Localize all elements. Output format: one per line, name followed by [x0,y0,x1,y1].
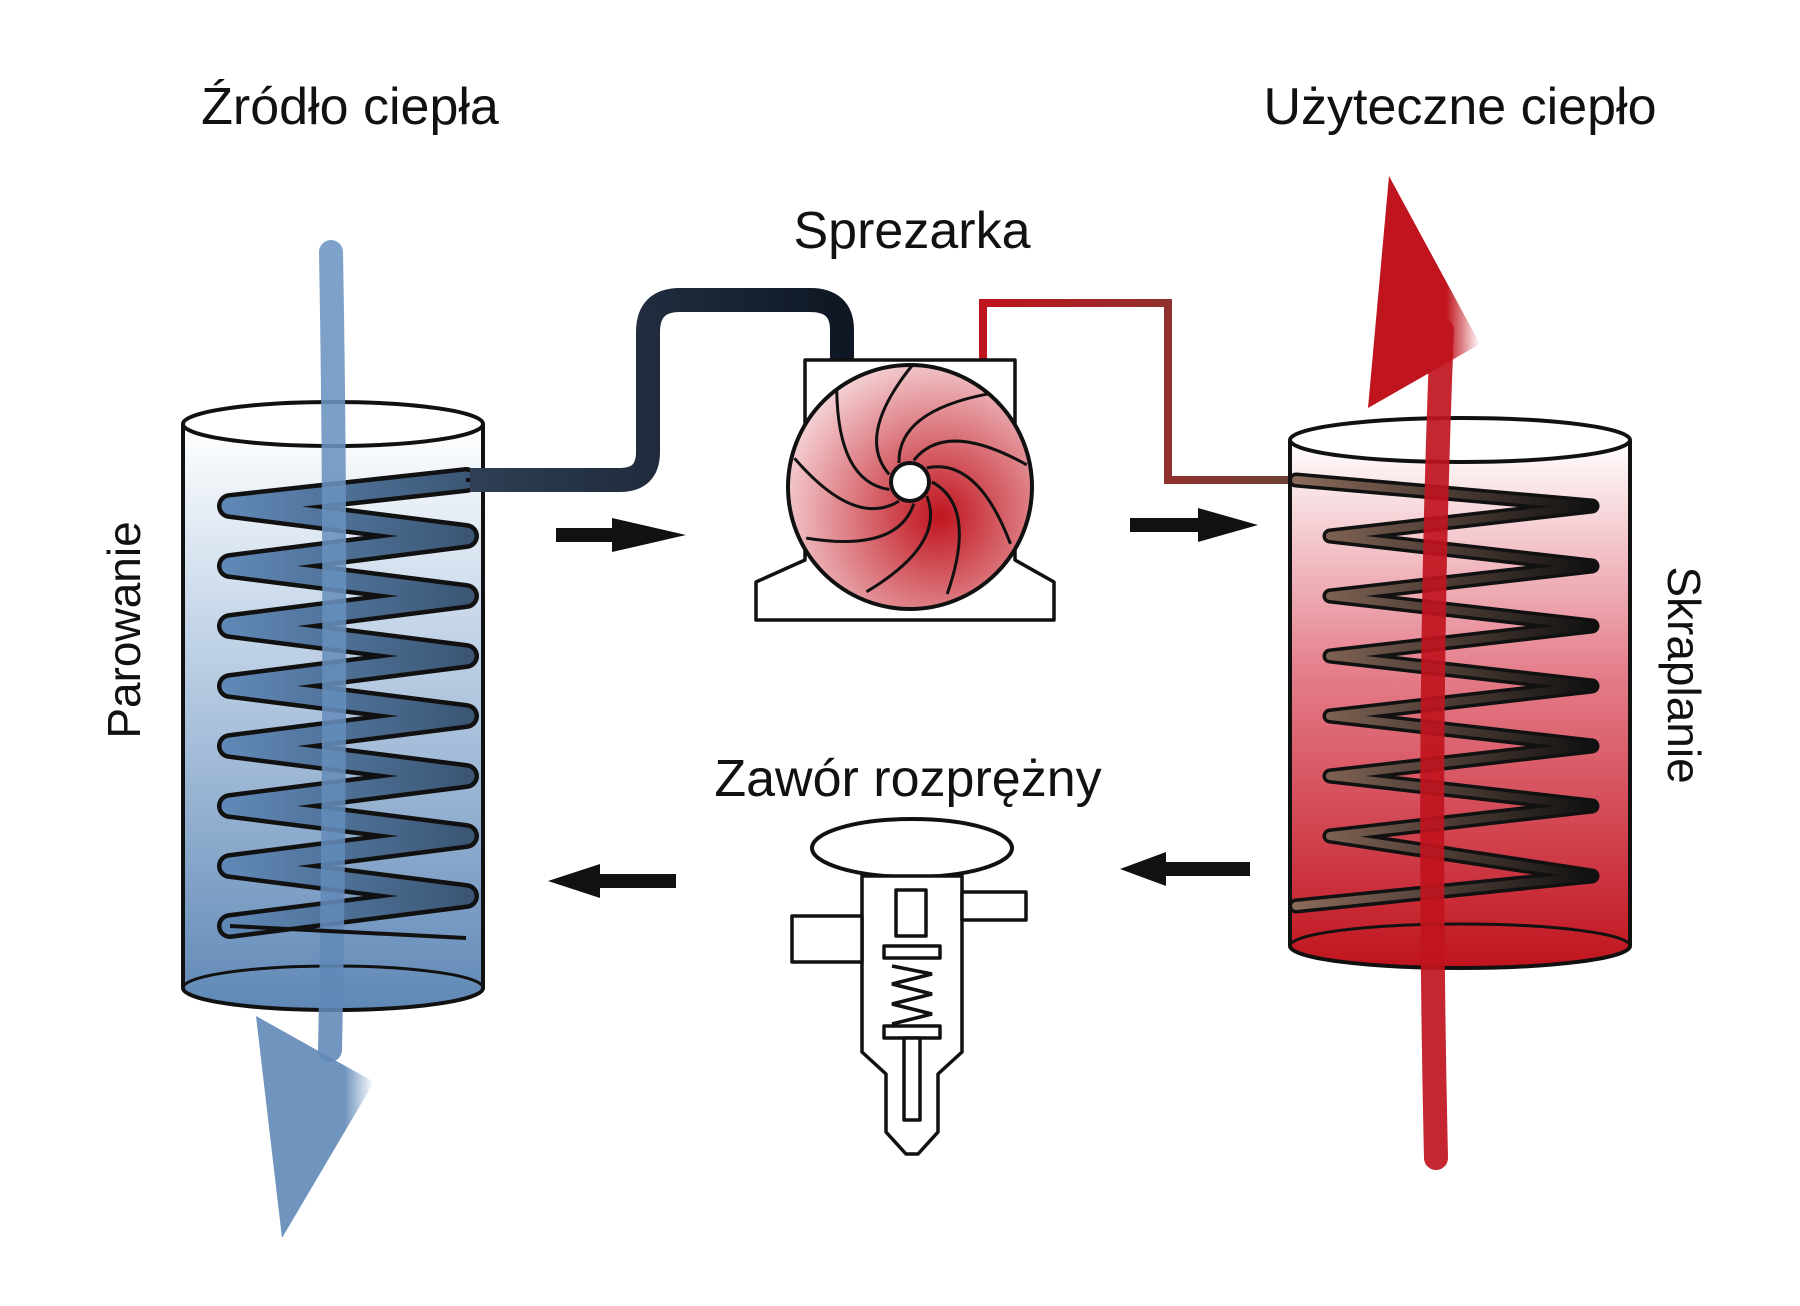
compressor-label: Sprezarka [794,202,1031,260]
impeller-blade [931,480,961,595]
valve-diaphragm [810,817,1014,879]
valve-stem [902,1036,922,1122]
impeller-blade [926,465,1012,545]
valve-spring [891,964,933,1026]
impeller-blade [897,392,989,463]
expansion-valve-icon [790,817,1028,1156]
flow-arrow-valve-to-evaporator [548,864,676,898]
impeller-blade [805,503,916,543]
suction-pipe [470,288,854,492]
valve-inlet-port [790,914,864,964]
expansion-valve-label: Zawór rozprężny [714,750,1101,808]
compressor-impeller [793,363,1028,595]
impeller-blade [793,457,900,511]
valve-spring-plate-bottom [882,1024,942,1040]
valve-sensing-port [960,890,1028,922]
condenser-coil [1288,472,1600,914]
evaporator-inlet-line [229,924,467,940]
impeller-blade [875,363,915,476]
valve-spring-plate-top [882,944,942,960]
impeller-blade [912,439,1028,467]
heat-source-label: Źródło ciepła [201,78,499,136]
flow-arrow-compressor-to-condenser [1130,508,1258,542]
flow-arrow-evaporator-to-compressor [556,518,686,552]
useful-heat-flow-arrow [1368,176,1480,1170]
impeller-blade [835,389,890,491]
condensation-label: Skraplanie [1658,566,1710,783]
discharge-pipe [979,299,1296,484]
impeller-blade [865,495,932,593]
compressor-icon [754,358,1056,622]
useful-heat-label: Użyteczne ciepło [1263,78,1656,136]
evaporator-coil [217,467,479,939]
valve-sensor-plug [894,888,928,938]
evaporation-label: Parowanie [98,521,150,738]
flow-arrow-condenser-to-valve [1120,852,1250,886]
